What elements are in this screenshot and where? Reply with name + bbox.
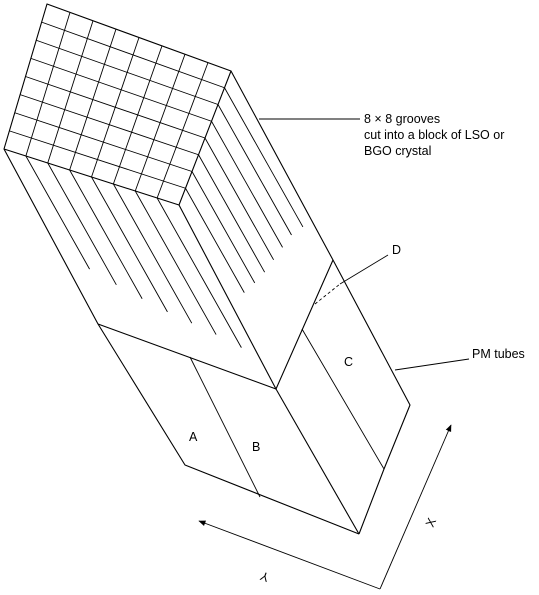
- side-groove-line: [156, 197, 242, 348]
- x-axis-arrow: [379, 424, 452, 590]
- tube-label-b: B: [252, 440, 260, 454]
- grooves-label-line3: BGO crystal: [364, 144, 431, 158]
- pm-tubes-label: PM tubes: [472, 347, 525, 361]
- groove-line: [19, 94, 199, 156]
- callout-lines: [259, 118, 470, 371]
- d-callout-line: [339, 254, 389, 285]
- side-groove-line: [211, 121, 283, 248]
- side-groove-line: [25, 155, 90, 270]
- groove-line: [9, 130, 186, 189]
- side-groove-line: [204, 137, 274, 261]
- tube-label-d: D: [392, 243, 401, 257]
- tube-divider-c: [301, 328, 385, 470]
- side-groove-line: [217, 104, 292, 236]
- pm-tubes-callout-line: [394, 358, 470, 371]
- side-groove-line: [91, 176, 168, 313]
- side-groove-line: [191, 171, 256, 284]
- groove-line: [41, 21, 225, 89]
- side-groove-line: [69, 169, 143, 299]
- side-grooves: [25, 87, 304, 348]
- side-groove-line: [134, 190, 217, 335]
- grooves-label-line1: 8 × 8 grooves: [364, 112, 440, 126]
- side-groove-line: [112, 183, 193, 324]
- side-groove-line: [224, 87, 304, 228]
- side-groove-line: [198, 154, 266, 273]
- axes: [198, 424, 452, 590]
- tube-divider-ab: [189, 356, 261, 498]
- block-outline: [3, 70, 411, 535]
- crystal-top-face: [3, 3, 232, 206]
- axis-label-y: Y: [258, 568, 271, 584]
- side-groove-line: [185, 188, 245, 293]
- tube-label-c: C: [344, 355, 353, 369]
- d-callout-dashed: [314, 283, 341, 305]
- y-axis-arrow: [198, 520, 381, 590]
- axis-label-x: X: [423, 515, 439, 529]
- groove-line: [25, 76, 206, 139]
- groove-line: [30, 57, 212, 122]
- grooves-label-line2: cut into a block of LSO or: [364, 128, 504, 142]
- groove-line: [36, 39, 219, 105]
- side-groove-line: [47, 162, 117, 286]
- tube-label-a: A: [189, 430, 198, 444]
- groove-line: [14, 112, 193, 172]
- groove-grid: [9, 12, 225, 199]
